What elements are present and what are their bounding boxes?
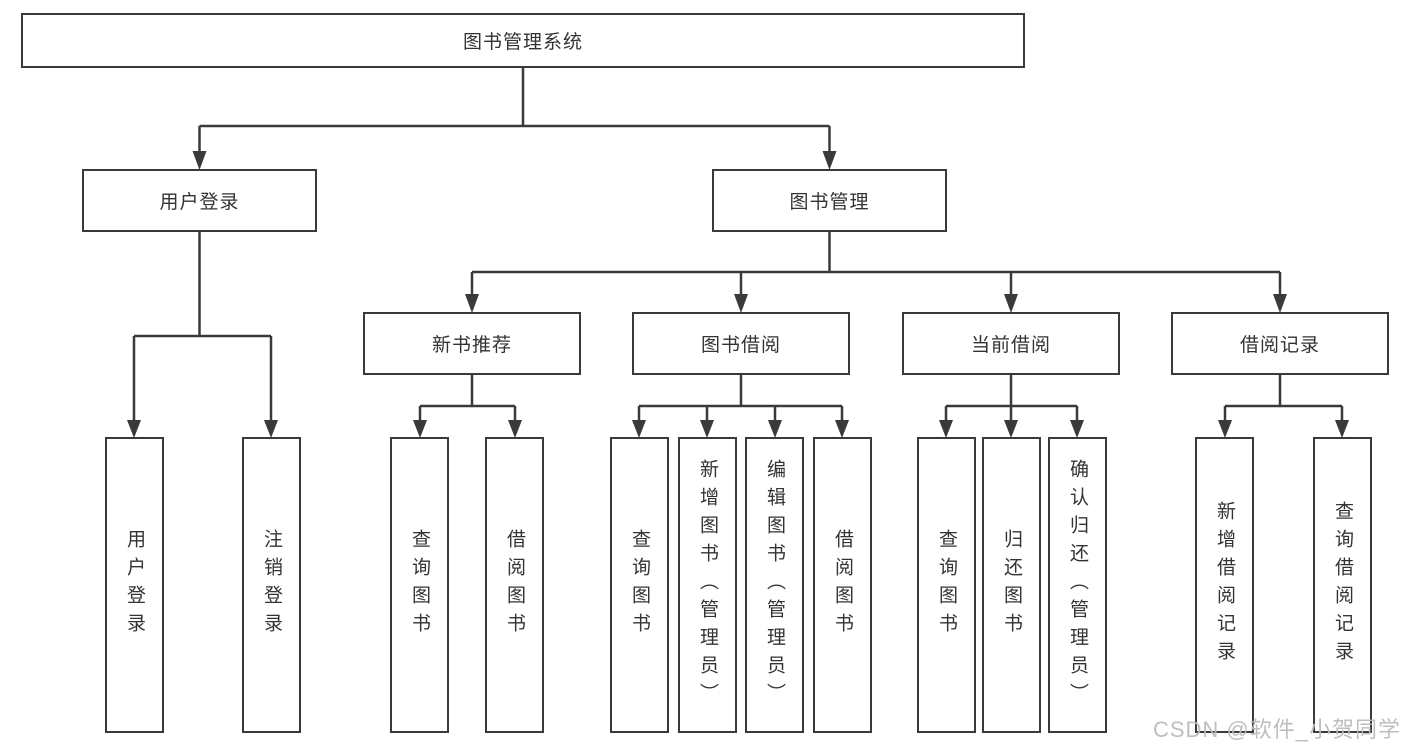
leaf-query-book-2: 查询图书 [610, 437, 669, 733]
connector-bookmgmt-to-level2 [465, 232, 1287, 313]
leaf-borrow-book-1-label: 借阅图书 [504, 529, 525, 641]
leaf-query-borrow-record-label: 查询借阅记录 [1332, 501, 1353, 669]
node-borrow-records: 借阅记录 [1171, 312, 1389, 375]
leaf-return-book: 归还图书 [982, 437, 1041, 733]
connector-records-to-leaves [1218, 375, 1349, 438]
node-book-management-label: 图书管理 [789, 192, 870, 213]
leaf-query-book-3: 查询图书 [917, 437, 976, 733]
node-current-borrow: 当前借阅 [902, 312, 1120, 375]
leaf-add-borrow-record: 新增借阅记录 [1195, 437, 1254, 733]
leaf-add-book-admin: 新增图书（管理员） [678, 437, 737, 733]
leaf-logout: 注销登录 [242, 437, 301, 733]
leaf-query-book-3-label: 查询图书 [936, 529, 957, 641]
node-user-login: 用户登录 [82, 169, 317, 232]
node-root-label: 图书管理系统 [462, 32, 583, 53]
connector-userlogin-to-leaves [127, 232, 278, 438]
node-current-borrow-label: 当前借阅 [970, 335, 1051, 356]
leaf-confirm-return-admin: 确认归还（管理员） [1048, 437, 1107, 733]
connector-newbook-to-leaves [413, 375, 522, 438]
leaf-add-borrow-record-label: 新增借阅记录 [1214, 501, 1235, 669]
leaf-borrow-book-2-label: 借阅图书 [832, 529, 853, 641]
connector-bookborrow-to-leaves [632, 375, 849, 438]
leaf-query-book-2-label: 查询图书 [629, 529, 650, 641]
connector-root-to-level1 [192, 68, 837, 170]
leaf-query-book-1: 查询图书 [390, 437, 449, 733]
node-user-login-label: 用户登录 [159, 192, 240, 213]
node-book-management: 图书管理 [712, 169, 947, 232]
node-book-borrow-label: 图书借阅 [700, 335, 781, 356]
leaf-confirm-return-admin-label: 确认归还（管理员） [1067, 459, 1088, 711]
node-book-borrow: 图书借阅 [632, 312, 850, 375]
leaf-edit-book-admin-label: 编辑图书（管理员） [764, 459, 785, 711]
leaf-borrow-book-1: 借阅图书 [485, 437, 544, 733]
connector-currentborrow-to-leaves [939, 375, 1084, 438]
leaf-add-book-admin-label: 新增图书（管理员） [697, 459, 718, 711]
node-root: 图书管理系统 [21, 13, 1025, 68]
leaf-user-login-label: 用户登录 [124, 529, 145, 641]
leaf-query-book-1-label: 查询图书 [409, 529, 430, 641]
node-new-book-recommend-label: 新书推荐 [431, 335, 512, 356]
leaf-query-borrow-record: 查询借阅记录 [1313, 437, 1372, 733]
leaf-return-book-label: 归还图书 [1001, 529, 1022, 641]
leaf-user-login: 用户登录 [105, 437, 164, 733]
node-borrow-records-label: 借阅记录 [1239, 335, 1320, 356]
leaf-edit-book-admin: 编辑图书（管理员） [745, 437, 804, 733]
node-new-book-recommend: 新书推荐 [363, 312, 581, 375]
leaf-borrow-book-2: 借阅图书 [813, 437, 872, 733]
leaf-logout-label: 注销登录 [261, 529, 282, 641]
csdn-watermark: CSDN @软件_小贺同学 [1152, 717, 1401, 742]
